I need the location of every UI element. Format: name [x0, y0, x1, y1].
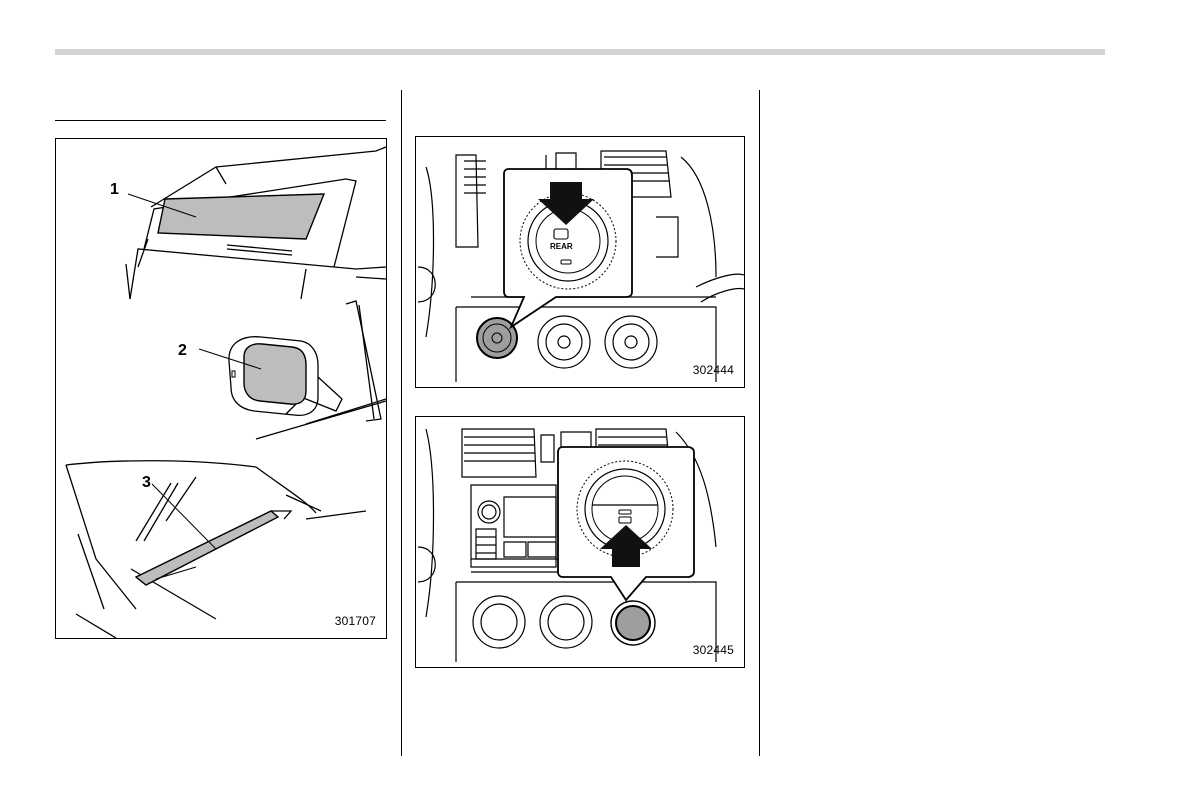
figure-code: 302445 — [693, 643, 734, 657]
figure-windows-mirror-wiper: 1 2 3 301707 — [55, 138, 387, 639]
console-illustration-b — [416, 417, 744, 667]
column-divider-left — [401, 90, 402, 756]
callout-2: 2 — [178, 342, 187, 360]
windows-illustration — [56, 139, 386, 638]
header-rule — [55, 49, 1105, 55]
callout-1: 1 — [110, 181, 119, 199]
figure-code: 301707 — [335, 614, 376, 628]
callout-3: 3 — [142, 474, 151, 492]
rear-button-label: REAR — [550, 242, 573, 251]
column-divider-right — [759, 90, 760, 756]
console-illustration-a — [416, 137, 744, 387]
figure-code: 302444 — [693, 363, 734, 377]
section-rule — [55, 120, 386, 121]
figure-rear-defogger-b: 302445 — [415, 416, 745, 668]
figure-rear-defogger-a: REAR 302444 — [415, 136, 745, 388]
